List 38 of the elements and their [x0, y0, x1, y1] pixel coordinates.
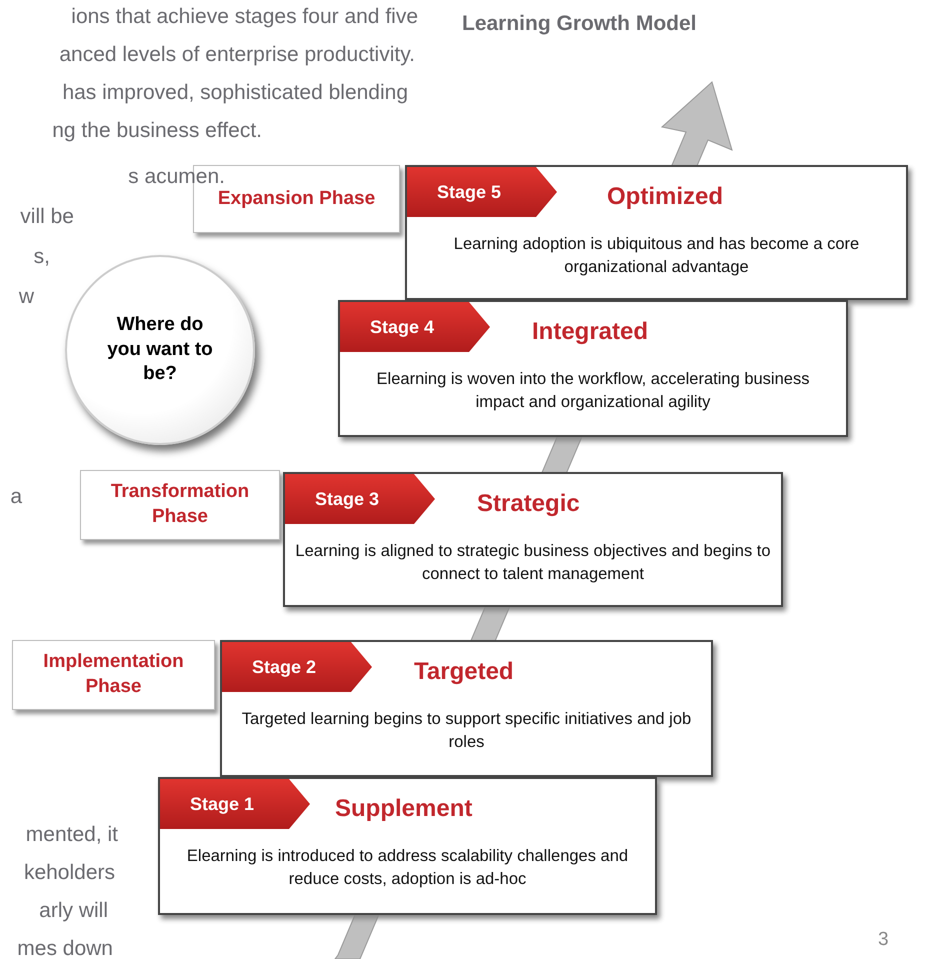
stage-tab: Stage 5	[407, 167, 557, 217]
stage-title: Strategic	[477, 490, 580, 518]
body-text-fragment: s,	[34, 246, 50, 267]
body-text-fragment: anced levels of enterprise productivity.	[59, 44, 415, 65]
phase-label: Implementation Phase	[12, 640, 215, 710]
body-text-fragment: vill be	[20, 206, 74, 227]
stage-description: Learning adoption is ubiquitous and has become a core organizational advantage	[452, 234, 860, 278]
stage-card	[405, 165, 908, 300]
stage-title: Targeted	[414, 658, 514, 686]
stage-title: Integrated	[532, 318, 648, 346]
stage-tab: Stage 4	[340, 302, 490, 352]
body-text-fragment: keholders	[24, 862, 115, 883]
stage-title: Optimized	[607, 183, 724, 211]
body-text-fragment: has improved, sophisticated blending	[62, 82, 408, 103]
body-text-fragment: ions that achieve stages four and five	[71, 6, 418, 27]
stage-card	[158, 777, 657, 915]
stage-title: Supplement	[335, 795, 472, 823]
stage-description: Elearning is introduced to address scalability challenges and reduce costs, adoption is ad-hoc	[186, 846, 630, 890]
body-text-fragment: s acumen.	[128, 166, 225, 187]
stage-card	[283, 472, 783, 607]
stage-description: Elearning is woven into the workflow, accelerating business impact and organizational agility	[376, 369, 810, 414]
stage-description: Learning is aligned to strategic business objectives and begins to connect to talent management	[295, 541, 771, 586]
stage-tab: Stage 3	[285, 474, 435, 524]
body-text-fragment: ng the business effect.	[52, 120, 262, 141]
stage-card	[338, 300, 848, 437]
phase-label: Transformation Phase	[80, 470, 280, 540]
body-text-fragment: a	[10, 486, 22, 507]
page-heading: Learning Growth Model	[462, 12, 696, 36]
stage-tab: Stage 1	[160, 779, 310, 829]
stage-card	[220, 640, 713, 777]
question-bubble: Where do you want to be?	[65, 255, 255, 445]
body-text-fragment: mes down	[17, 938, 113, 959]
body-text-fragment: arly will	[39, 900, 108, 921]
stage-tab: Stage 2	[222, 642, 372, 692]
body-text-fragment: w	[18, 286, 34, 307]
body-text-fragment: mented, it	[26, 824, 118, 845]
page-number: 3	[878, 930, 889, 949]
stage-description: Targeted learning begins to support specific initiatives and job roles	[240, 709, 692, 754]
